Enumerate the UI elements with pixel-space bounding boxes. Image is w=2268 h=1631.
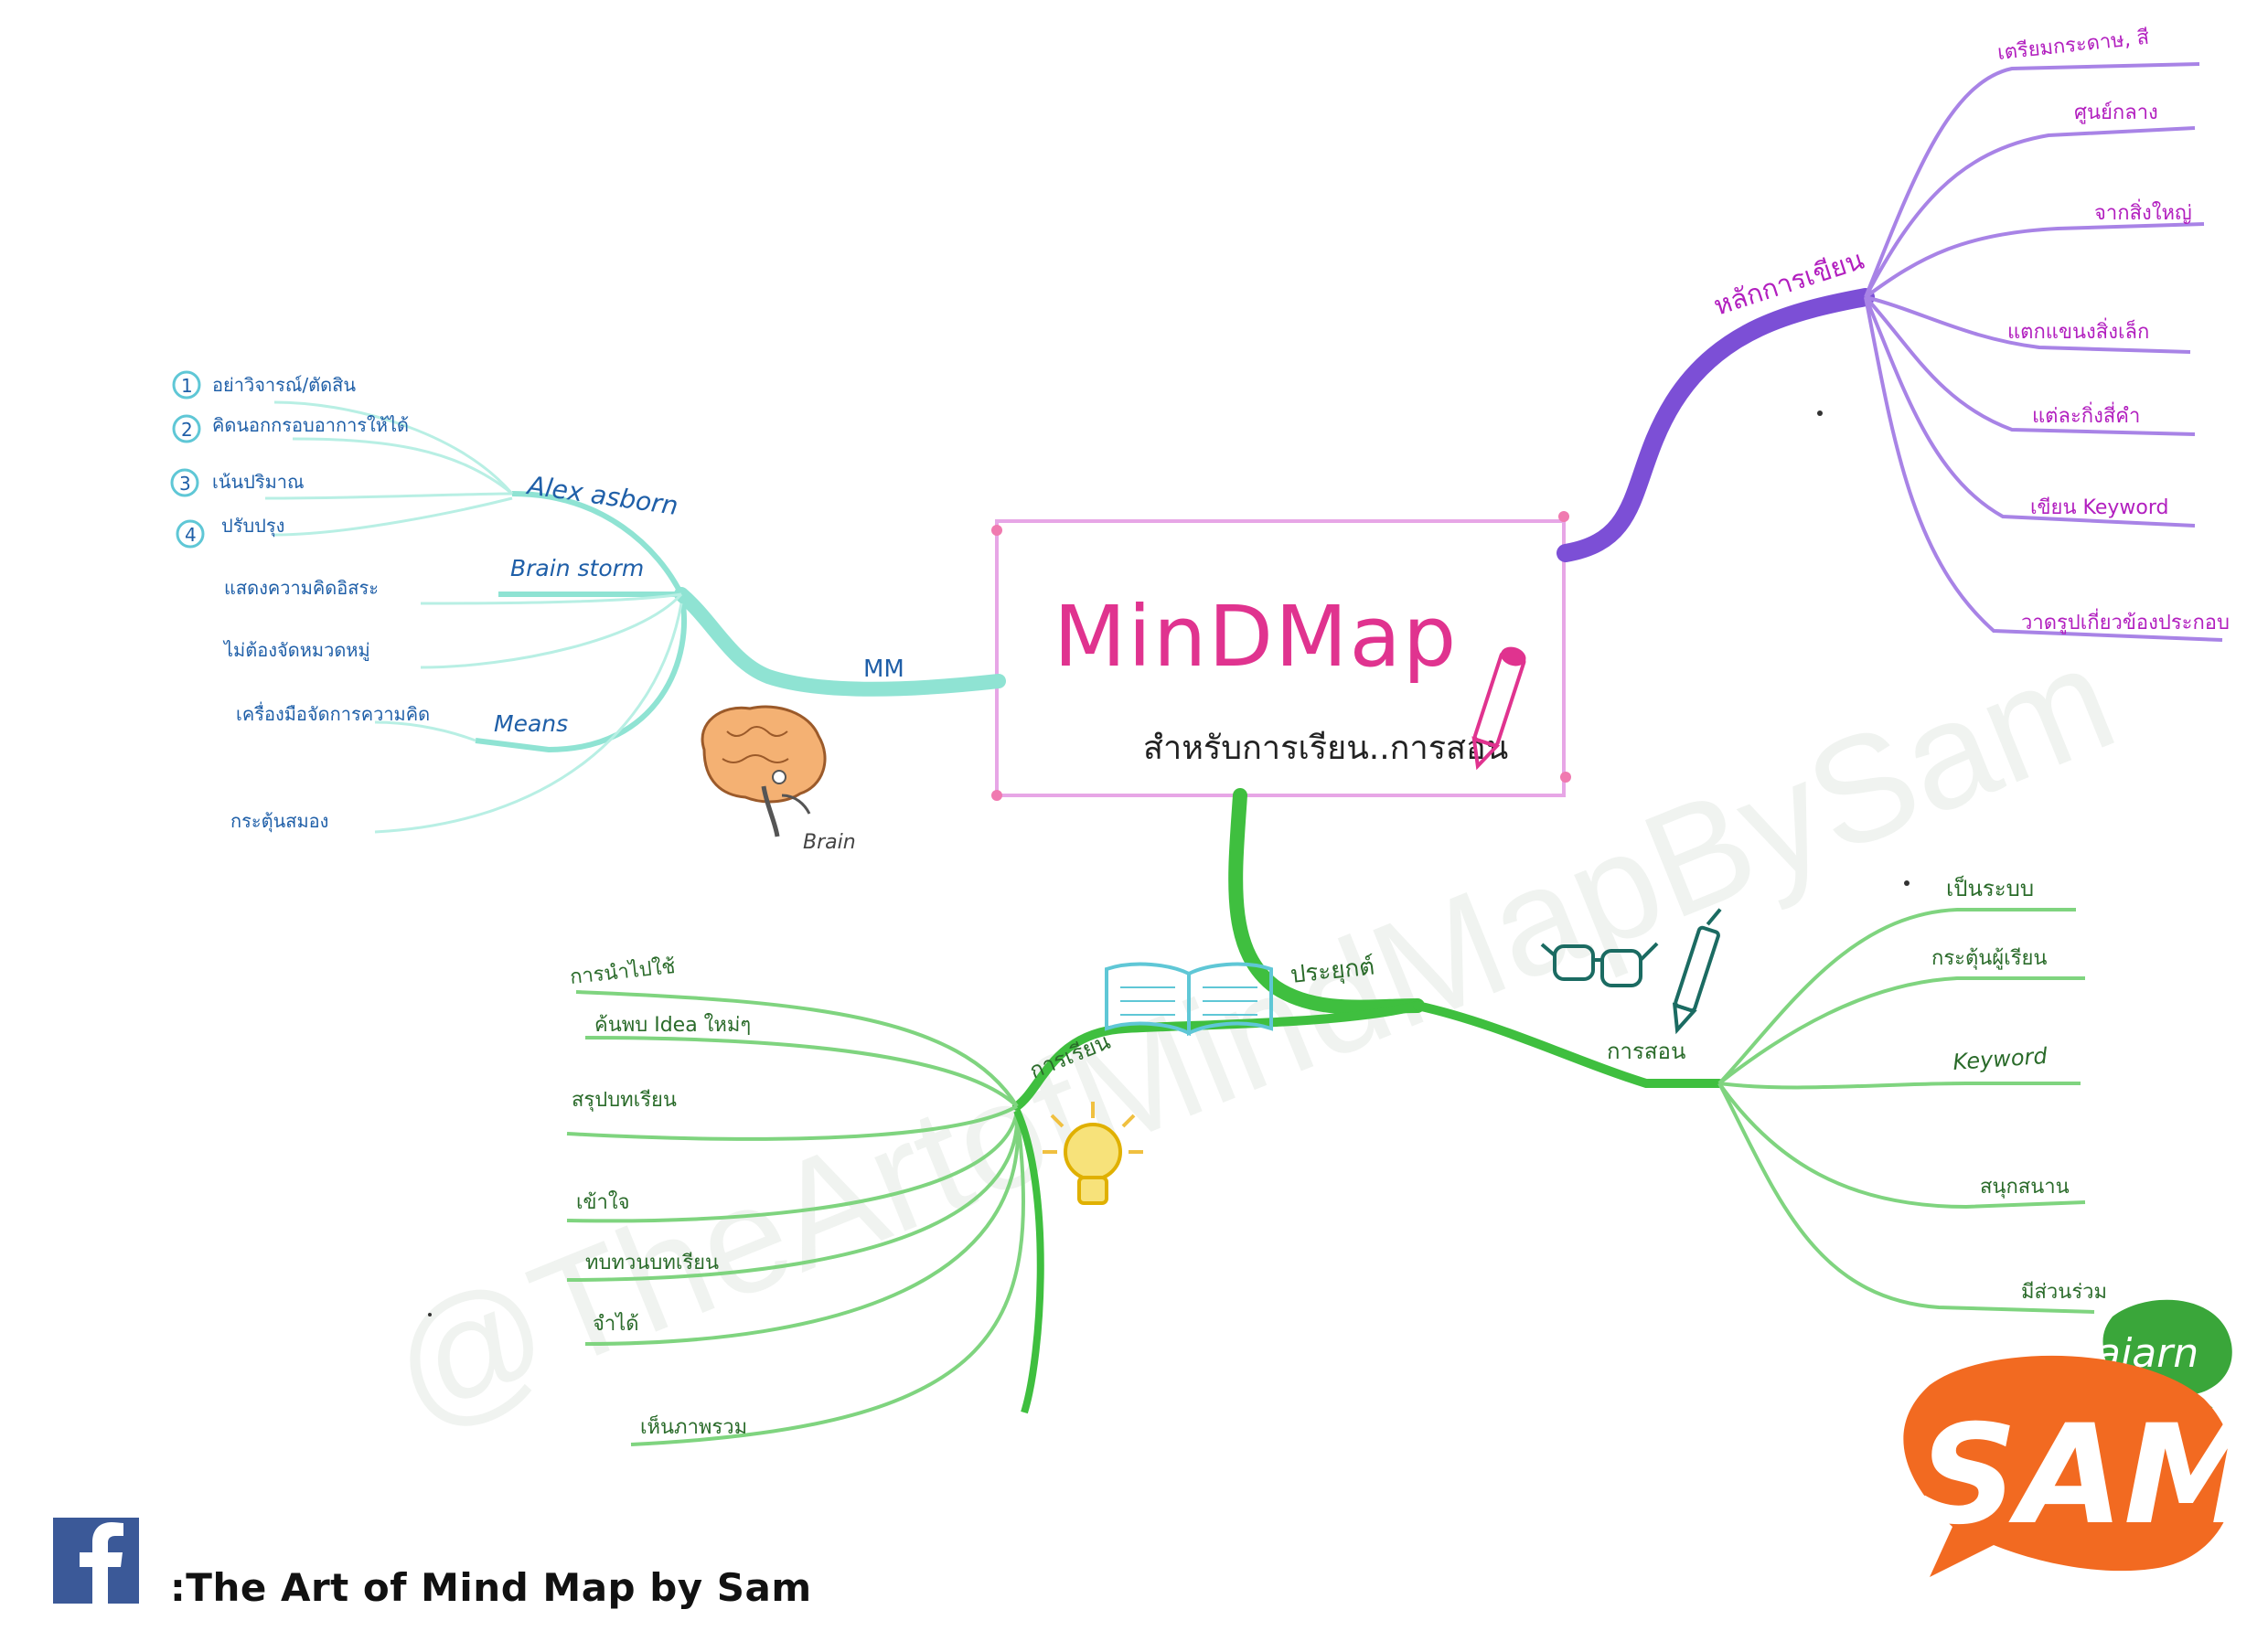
central-title: MinDMap (1054, 588, 1458, 686)
leaf-line (630, 1110, 1025, 1446)
branch-label-teaching: การสอน (1607, 1039, 1685, 1064)
brain-caption: Brain (803, 831, 856, 854)
number-badge: 2 (172, 414, 201, 443)
mm-leaf: คิดนอกกรอบอาการให้ได้ (212, 414, 409, 436)
writing-item: แต่ละกิ่งสี่คำ (2032, 401, 2140, 428)
leaf-line (292, 437, 513, 496)
ink-dot (1817, 410, 1823, 416)
footer-caption: :The Art of Mind Map by Sam (170, 1565, 812, 1610)
number-badge-text: 3 (179, 473, 191, 495)
leaf-line (584, 1036, 1019, 1108)
sub-line (511, 491, 684, 596)
branch-apply: ประยุกต์ การเรียน การสอน การนำไปใช้ ค้นพ… (566, 788, 2107, 1446)
number-badge: 4 (176, 519, 205, 549)
teaching-item: เป็นระบบ (1946, 875, 2034, 901)
corner-dot (1558, 511, 1569, 522)
leaf-line (1717, 1082, 2095, 1314)
leaf-line (420, 592, 683, 669)
branch-writing: หลักการเขียน เตรียมกระดาษ, สี ศูนย์กลาง … (1557, 27, 2230, 642)
central-topic: MinDMap สำหรับการเรียน..การสอน (991, 511, 1571, 801)
leaf-line (273, 400, 514, 495)
leaf-line (1717, 1082, 2086, 1210)
leaf-line (1013, 1109, 1044, 1414)
leaf-line (374, 720, 476, 742)
leaf-line (420, 592, 682, 605)
mm-leaf: กระตุ้นสมอง (230, 810, 328, 833)
leaf-line (575, 990, 1019, 1108)
writing-item: วาดรูปเกี่ยวข้องประกอบ (2021, 608, 2230, 634)
mm-leaf: เครื่องมือจัดการความคิด (236, 701, 430, 725)
leaf-line (374, 602, 683, 834)
sub-line (1864, 296, 2196, 528)
corner-dot (991, 525, 1002, 536)
writing-item: เตรียมกระดาษ, สี (1996, 27, 2151, 65)
branch-mm: MM Alex asborn Brain storm Means 1 2 3 (170, 370, 1006, 854)
leaf-line (273, 496, 513, 537)
learning-item: การนำไปใช้ (569, 954, 677, 989)
number-badge: 3 (170, 468, 199, 497)
sub-line (475, 593, 687, 753)
pencil-icon (1471, 646, 1526, 771)
leaf-line (584, 1110, 1021, 1346)
corner-dot (991, 790, 1002, 801)
mm-leaf: อย่าวิจารณ์/ตัดสิน (212, 374, 356, 396)
number-badge: 1 (172, 370, 201, 400)
mm-leaf: เน้นปริมาณ (212, 471, 305, 493)
teaching-item: มีส่วนร่วม (2021, 1281, 2107, 1304)
brain-icon (701, 705, 827, 837)
sub-line (1865, 295, 2191, 354)
leaf-line (1717, 908, 2076, 1085)
mm-leaf: ไม่ต้องจัดหมวดหมู่ (222, 639, 370, 662)
glasses-icon (1540, 942, 1659, 987)
leaf-line (566, 1110, 1020, 1282)
ink-dot (428, 1313, 432, 1317)
leaf-line (1718, 1082, 2081, 1090)
number-badge-text: 4 (185, 524, 197, 546)
sub-line (1864, 295, 2196, 436)
writing-item: เขียน Keyword (2030, 496, 2168, 519)
number-badge-text: 2 (181, 419, 193, 441)
ajarn-sam-logo: ajarn SAM (1903, 1299, 2260, 1577)
learning-item: เห็นภาพรวม (640, 1413, 747, 1439)
leaf-line (566, 1110, 1019, 1223)
logo-big-text: SAM (1919, 1396, 2260, 1555)
facebook-icon[interactable] (53, 1518, 139, 1604)
branch-line (1413, 1001, 1724, 1088)
book-icon (1105, 962, 1273, 1037)
branch-line (1557, 288, 1875, 562)
sub-line (1864, 126, 2196, 298)
branch-line (1012, 1001, 1422, 1111)
sub-label-means: Means (494, 710, 568, 737)
leaf-line (264, 492, 513, 500)
sub-line (1864, 222, 2205, 299)
mm-leaf: ปรับปรุง (221, 515, 284, 538)
leaf-line (1717, 976, 2085, 1085)
writing-item: ศูนย์กลาง (2074, 101, 2158, 124)
learning-item: ทบทวนบทเรียน (585, 1252, 719, 1274)
sub-line (1864, 296, 2223, 642)
corner-dot (1560, 772, 1571, 783)
central-subtitle: สำหรับการเรียน..การสอน (1143, 730, 1508, 767)
number-badge-text: 1 (181, 375, 193, 397)
writing-item: แตกแขนงสิ่งเล็ก (2007, 317, 2149, 344)
teaching-item: สนุกสนาน (1980, 1176, 2070, 1199)
leaf-line (566, 1104, 1018, 1141)
central-box (995, 519, 1566, 797)
learning-item: สรุปบทเรียน (572, 1089, 677, 1112)
pen-icon (1672, 908, 1722, 1035)
learning-item: จำได้ (593, 1312, 639, 1336)
learning-item: ค้นพบ Idea ใหม่ๆ (594, 1013, 751, 1037)
ink-dot (1904, 880, 1910, 886)
teaching-item: กระตุ้นผู้เรียน (1931, 947, 2047, 970)
branch-line (674, 587, 1006, 697)
sub-label-brainstorm: Brain storm (510, 555, 644, 581)
mm-leaf: แสดงความคิดอิสระ (224, 577, 379, 599)
lightbulb-icon (1043, 1102, 1143, 1205)
sub-line (1864, 62, 2200, 298)
writing-item: จากสิ่งใหญ่ (2094, 198, 2192, 225)
branch-label-mm: MM (863, 656, 904, 683)
learning-item: เข้าใจ (576, 1190, 630, 1214)
teaching-item: Keyword (1952, 1043, 2049, 1075)
